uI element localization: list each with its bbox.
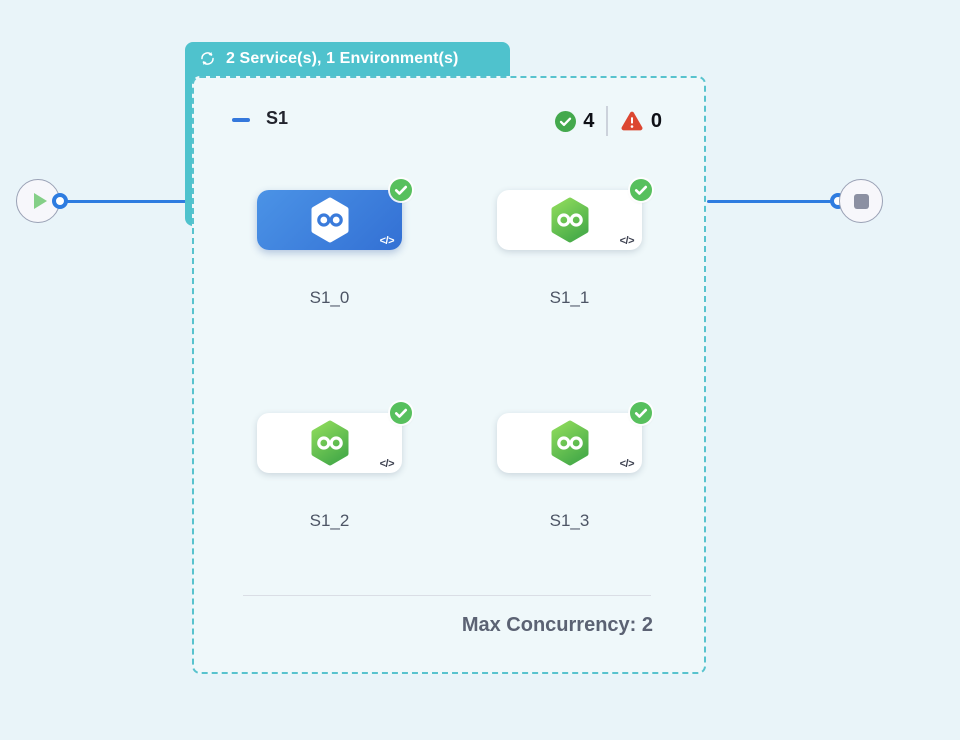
connector-dot-left <box>52 193 68 209</box>
service-card-s1-2[interactable]: </> <box>257 402 412 473</box>
service-hexagon-icon <box>311 197 348 243</box>
edge-line-right <box>707 199 833 203</box>
service-hexagon-icon <box>551 420 588 466</box>
service-label: S1_0 <box>309 288 350 307</box>
success-badge <box>390 179 412 201</box>
infinity-icon <box>556 436 583 450</box>
service-hexagon-icon <box>551 197 588 243</box>
infinity-icon <box>316 213 343 227</box>
loop-badge-label: 2 Service(s), 1 Environment(s) <box>226 49 459 67</box>
service-hexagon-icon <box>311 420 348 466</box>
success-badge <box>390 402 412 424</box>
footer-divider <box>243 595 651 596</box>
edge-line-left <box>62 199 188 203</box>
service-label: S1_3 <box>549 511 590 530</box>
max-concurrency-label: Max Concurrency: 2 <box>461 614 653 636</box>
play-icon <box>33 193 47 209</box>
infinity-icon <box>556 213 583 227</box>
end-node <box>839 179 883 223</box>
success-count: 4 <box>583 109 595 132</box>
service-label: S1_1 <box>549 288 590 307</box>
code-icon: </> <box>379 458 395 470</box>
collapse-button[interactable] <box>232 111 258 129</box>
error-count: 0 <box>650 109 662 132</box>
status-divider <box>606 106 608 136</box>
code-icon: </> <box>379 235 395 247</box>
stop-icon <box>853 193 869 209</box>
warning-triangle-icon <box>621 111 643 130</box>
stage-group-container: S1 4 0 </> <box>192 76 706 674</box>
infinity-icon <box>316 436 343 450</box>
minus-icon <box>232 118 250 122</box>
code-icon: </> <box>619 458 635 470</box>
service-card-s1-0[interactable]: </> <box>257 179 412 250</box>
service-card-s1-3[interactable]: </> <box>497 402 652 473</box>
status-summary: 4 0 <box>555 104 662 138</box>
loop-strategy-badge: 2 Service(s), 1 Environment(s) <box>185 42 510 75</box>
service-card-s1-1[interactable]: </> <box>497 179 652 250</box>
success-check-icon <box>555 110 577 132</box>
success-badge <box>630 402 652 424</box>
success-badge <box>630 179 652 201</box>
code-icon: </> <box>619 235 635 247</box>
loop-icon <box>201 52 214 65</box>
service-label: S1_2 <box>309 511 350 530</box>
group-title: S1 <box>266 108 289 128</box>
